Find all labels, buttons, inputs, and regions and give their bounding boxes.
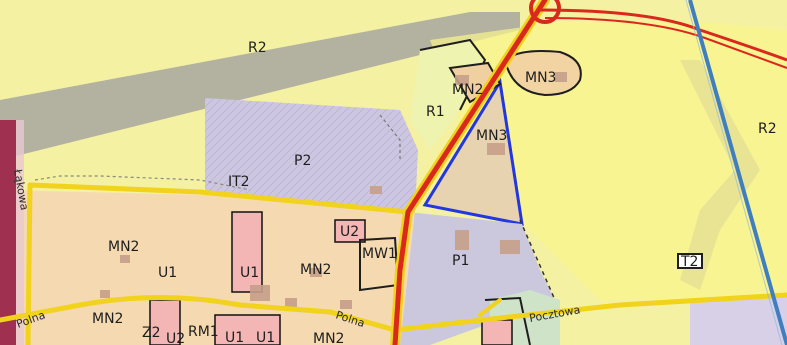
buildings xyxy=(100,72,567,309)
west-border-zone xyxy=(0,120,16,345)
t2-parcel xyxy=(677,253,703,269)
zone-label-z2: Z2 xyxy=(142,325,161,341)
zone-mn2-north-area xyxy=(448,61,502,104)
highlight-parcel xyxy=(422,77,524,226)
zone-label-mn3-north: MN3 xyxy=(525,70,556,86)
zone-label-r1: R1 xyxy=(426,104,445,120)
agricultural-east xyxy=(430,22,787,300)
grey-strip xyxy=(0,12,520,160)
zone-label-u2-a: U2 xyxy=(340,224,359,240)
zone-label-p1: P1 xyxy=(452,253,469,269)
zone-label-u1-c: U1 xyxy=(256,330,275,345)
zone-label-r2-east: R2 xyxy=(758,121,777,137)
u2-parcel xyxy=(334,219,366,243)
u1-south-parcel xyxy=(214,314,281,345)
residential-south xyxy=(0,190,415,345)
zone-label-u1-center: U1 xyxy=(240,265,259,281)
zone-label-mn2-north: MN2 xyxy=(452,82,483,98)
zone-label-u1-west: U1 xyxy=(158,265,177,281)
zone-label-it2: IT2 xyxy=(228,174,250,190)
zone-label-r2-north: R2 xyxy=(248,40,267,56)
zone-label-mn2-center: MN2 xyxy=(300,262,331,278)
u1-parcel xyxy=(231,211,263,293)
zone-label-rm1: RM1 xyxy=(188,324,219,340)
zone-label-u1-b: U1 xyxy=(225,330,244,345)
zone-mn3-north-area xyxy=(503,50,582,97)
zone-label-mn3-center: MN3 xyxy=(476,128,507,144)
pink-parcel-east xyxy=(481,319,513,345)
zone-label-p2: P2 xyxy=(294,153,311,169)
zone-label-u2-b: U2 xyxy=(166,331,185,345)
zone-label-t2: T2 xyxy=(680,254,698,270)
zone-label-mn2-bottom: MN2 xyxy=(313,331,344,345)
zone-label-mn2-west: MN2 xyxy=(108,239,139,255)
zone-label-mw1: MW1 xyxy=(362,246,397,262)
z2-parcel xyxy=(149,299,181,345)
zone-east-industrial xyxy=(690,295,787,345)
main-road xyxy=(392,0,548,345)
zone-label-mn2-south: MN2 xyxy=(92,311,123,327)
power-line xyxy=(688,0,787,345)
